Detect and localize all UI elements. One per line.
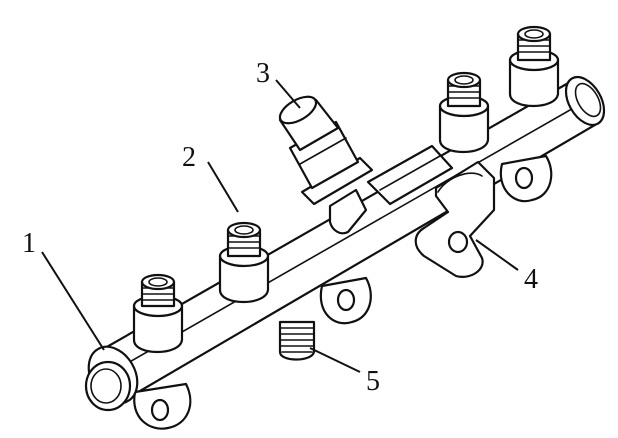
leader-lines	[41, 79, 519, 373]
callout-labels: 1 2 3 4 5	[22, 58, 538, 397]
leader-1	[41, 251, 105, 351]
clamp-bracket	[414, 160, 496, 278]
leader-5	[309, 347, 361, 373]
inlet-stud	[278, 320, 316, 361]
callout-label-4: 4	[524, 264, 538, 295]
port-fitting-4	[508, 25, 560, 107]
pressure-sensor	[278, 95, 374, 235]
port-fitting-3	[438, 71, 490, 153]
leader-3	[275, 79, 301, 109]
leader-4	[475, 239, 519, 271]
callout-label-3: 3	[256, 58, 270, 89]
rail-ledge	[366, 144, 454, 206]
mount-lug-mid	[319, 276, 372, 325]
callout-label-5: 5	[366, 366, 380, 397]
callout-label-1: 1	[22, 228, 36, 259]
mount-lug-left	[133, 382, 192, 430]
port-fitting-1	[132, 273, 184, 353]
mount-lug-right	[499, 154, 553, 203]
port-fitting-2	[218, 221, 270, 303]
callout-label-2: 2	[182, 142, 196, 173]
rail-left-end	[84, 345, 139, 412]
leader-2	[207, 161, 239, 213]
